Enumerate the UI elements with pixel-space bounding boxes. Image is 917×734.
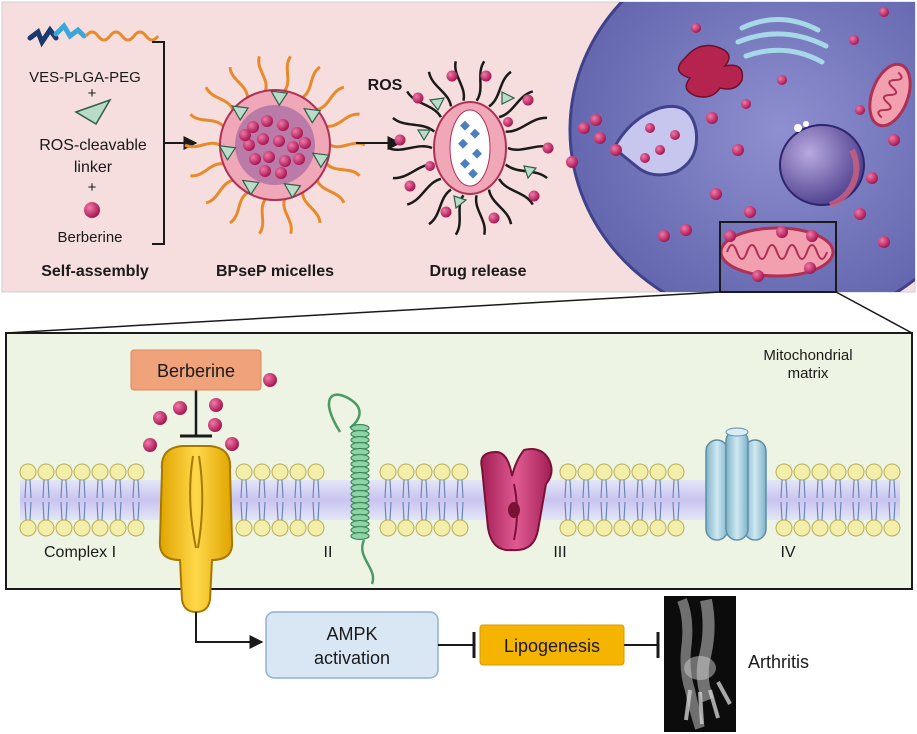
- drug-dot: [263, 151, 275, 163]
- arthritis-label: Arthritis: [748, 652, 809, 672]
- drug-dot: [239, 129, 251, 141]
- berberine-dots: [143, 373, 277, 452]
- complex-4: [705, 427, 767, 541]
- zoom-line-left: [5, 291, 721, 334]
- endosome: [612, 104, 699, 177]
- linker-label-line1: ROS-cleavable: [39, 137, 147, 154]
- plus-sign-1: +: [88, 85, 97, 102]
- plus-sign-2: +: [88, 179, 97, 196]
- zoom-box: [719, 221, 837, 293]
- golgi-apparatus: [735, 17, 829, 65]
- drug-dot: [261, 115, 273, 127]
- complex-1: [158, 445, 234, 614]
- nucleus: [779, 124, 865, 206]
- complex-2-label: II: [324, 544, 333, 561]
- linker-triangle: [218, 145, 237, 161]
- drug-dot: [277, 119, 289, 131]
- cell-drug-dots: [566, 7, 900, 282]
- berberine-label: Berberine: [57, 229, 122, 246]
- drug-dot: [247, 121, 259, 133]
- berberine-box-label: Berberine: [157, 361, 235, 381]
- bpsep-micelle: [184, 55, 366, 235]
- bottom-panel: Berberine Mitochondrial matrix Comple: [5, 332, 913, 614]
- complex-1-label: Complex I: [44, 544, 116, 561]
- ros-label: ROS: [368, 77, 403, 94]
- activation-arrow: [195, 612, 264, 649]
- complex-3: [480, 448, 553, 552]
- complex-4-label: IV: [780, 544, 795, 561]
- drug-dot: [293, 153, 305, 165]
- drug-dot: [243, 139, 255, 151]
- drug-release-caption: Drug release: [430, 263, 527, 280]
- ampk-label-line2: activation: [314, 648, 390, 668]
- drug-dot: [259, 165, 271, 177]
- linker-triangle: [303, 107, 322, 124]
- linker-triangle: [283, 182, 302, 199]
- linker-label-line2: linker: [74, 159, 113, 176]
- micelles-caption: BPseP micelles: [216, 263, 334, 280]
- linker-triangle: [270, 90, 289, 107]
- polymer-icon: [27, 21, 160, 48]
- polymer-label: VES-PLGA-PEG: [29, 69, 141, 86]
- pathway: AMPK activation Lipogenesis Arthritis: [195, 596, 809, 732]
- arthritis-xray-image: [664, 596, 736, 732]
- linker-triangle: [231, 105, 250, 122]
- matrix-label-line2: matrix: [788, 365, 829, 382]
- self-assembly-caption: Self-assembly: [41, 263, 149, 280]
- linker-triangle: [311, 152, 330, 169]
- ampk-label-line1: AMPK: [326, 624, 377, 644]
- drug-dot: [287, 141, 299, 153]
- berberine-box: [130, 349, 262, 391]
- release-micelle: [387, 60, 554, 236]
- drug-dot: [275, 167, 287, 179]
- drug-dot: [299, 137, 311, 149]
- drug-dot: [279, 155, 291, 167]
- complex-3-label: III: [553, 544, 566, 561]
- matrix-label-line1: Mitochondrial: [763, 347, 852, 364]
- berberine-dot-icon: [84, 202, 100, 218]
- complex-2: [327, 393, 375, 585]
- drug-dot: [249, 153, 261, 165]
- mitochondrion-top: [868, 62, 912, 128]
- ampk-box: [265, 611, 439, 679]
- mitochondrion-boxed: [719, 226, 835, 278]
- endoplasmic-reticulum: [677, 44, 744, 98]
- linker-triangle: [241, 179, 260, 196]
- drug-dot: [273, 135, 285, 147]
- drug-dot: [291, 127, 303, 139]
- top-panel: VES-PLGA-PEG + ROS-cleavable linker + Be…: [1, 1, 916, 293]
- linker-triangle-icon: [74, 98, 112, 126]
- drug-dot: [257, 133, 269, 145]
- zoom-line-right: [835, 291, 913, 334]
- lipogenesis-label: Lipogenesis: [504, 636, 600, 656]
